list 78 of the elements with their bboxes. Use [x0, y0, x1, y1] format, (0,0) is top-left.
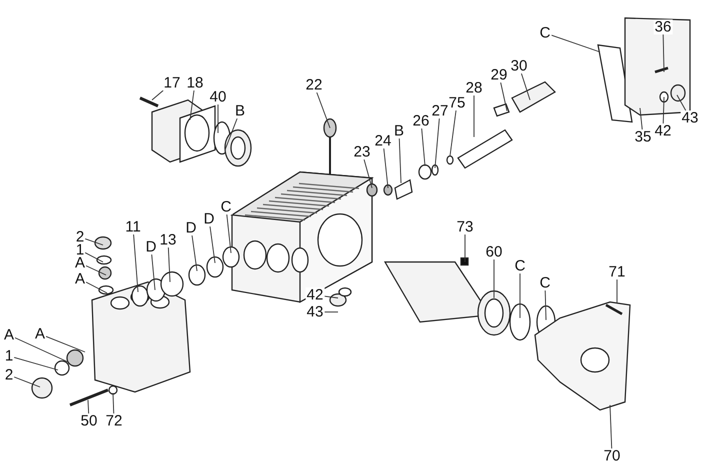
callout-number: A — [74, 272, 86, 286]
callout-number: B — [234, 104, 246, 118]
leader-line — [46, 336, 86, 352]
callout-number: 11 — [124, 220, 142, 234]
callout-number: 13 — [158, 232, 178, 248]
callout-number: 36 — [654, 20, 672, 34]
callout-number: 27 — [430, 104, 450, 118]
callout-number: C — [514, 258, 526, 274]
callout-number: 40 — [208, 90, 228, 104]
leader-line — [421, 128, 426, 166]
leader-line — [316, 92, 330, 128]
callout-number: 60 — [484, 244, 504, 260]
leader-line — [112, 392, 114, 414]
leader-line — [364, 159, 372, 188]
leader-line — [151, 254, 156, 290]
callout-number: 72 — [104, 414, 124, 428]
leader-line — [383, 148, 388, 188]
callout-number: 2 — [4, 368, 14, 382]
callout-number: A — [3, 328, 15, 342]
callout-number: 35 — [634, 130, 652, 144]
leader-line — [610, 404, 612, 449]
callout-number: 24 — [374, 134, 392, 148]
callout-number: 75 — [448, 96, 466, 110]
callout-number: 50 — [80, 414, 98, 428]
callout-number: C — [220, 200, 232, 214]
leader-line — [640, 108, 643, 130]
leader-line — [84, 252, 104, 262]
leader-line — [224, 118, 238, 150]
leader-line — [450, 110, 456, 156]
leader-line — [544, 290, 546, 320]
leader-line — [500, 82, 508, 112]
leader-line — [14, 337, 68, 362]
callout-number: D — [184, 220, 198, 236]
leader-line — [86, 265, 106, 276]
leader-line — [398, 138, 402, 184]
leader-line — [210, 226, 216, 264]
leader-line — [662, 34, 664, 72]
callout-number: 23 — [352, 144, 372, 160]
callout-number: D — [202, 212, 216, 226]
callout-number: D — [144, 240, 158, 254]
leader-line — [168, 247, 170, 282]
callout-number: 71 — [608, 264, 626, 280]
leader-line — [520, 73, 530, 100]
leader-line — [192, 235, 198, 272]
callout-number: 17 — [162, 76, 182, 90]
leader-line — [550, 34, 600, 52]
callout-number: 43 — [680, 110, 700, 126]
callout-number: A — [34, 326, 46, 342]
leader-line — [676, 94, 686, 111]
leader-line — [133, 234, 138, 292]
callout-number: 26 — [412, 114, 430, 128]
leader-line — [662, 96, 664, 124]
callout-number: 73 — [456, 220, 474, 234]
callout-number: 29 — [490, 68, 508, 82]
leader-line — [86, 282, 108, 294]
leader-line — [324, 296, 338, 298]
callout-number: C — [538, 276, 552, 290]
callout-number: 18 — [186, 76, 204, 90]
leader-line — [616, 279, 618, 304]
callout-number: C — [538, 26, 552, 40]
callout-number: 28 — [464, 80, 484, 96]
callout-number: 42 — [306, 288, 324, 302]
leader-line — [84, 238, 104, 246]
leader-line — [464, 234, 466, 262]
callout-number: 43 — [306, 304, 324, 320]
leader-line — [226, 214, 232, 254]
leader-line — [88, 400, 90, 414]
leader-line — [434, 118, 440, 168]
leader-line — [152, 90, 164, 100]
leader-line — [14, 357, 58, 370]
callout-number: 30 — [510, 58, 528, 74]
callout-number: 1 — [4, 348, 14, 364]
callout-number: 42 — [654, 124, 672, 138]
callout-number: A — [74, 256, 86, 270]
leader-line — [14, 376, 40, 388]
callout-number: B — [393, 124, 405, 138]
callout-number: 22 — [304, 78, 324, 92]
callout-number: 70 — [602, 448, 622, 464]
